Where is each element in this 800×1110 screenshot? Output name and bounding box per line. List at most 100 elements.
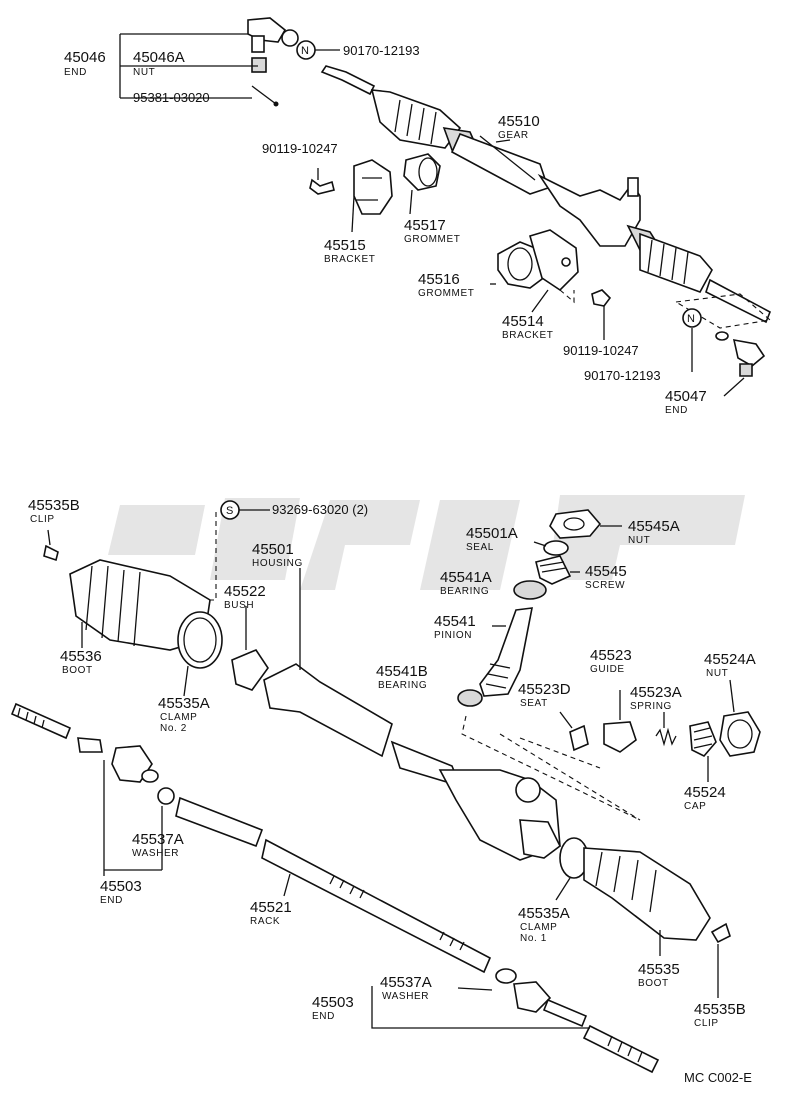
part-name-45535: BOOT <box>638 978 669 989</box>
spring-45523A <box>655 727 677 747</box>
part-number-45535A-1: 45535A <box>518 905 570 922</box>
part-number-45523A: 45523A <box>630 684 682 701</box>
part-name-45515: BRACKET <box>324 254 375 265</box>
rack-45521 <box>175 796 492 974</box>
part-number-45516: 45516 <box>418 271 460 288</box>
part-number-93269-63020: 93269-63020 (2) <box>272 502 368 517</box>
part-number-95381-03020: 95381-03020 <box>133 90 210 105</box>
part-number-45541B: 45541B <box>376 663 428 680</box>
part-number-45536: 45536 <box>60 648 102 665</box>
part-name-45541B: BEARING <box>378 680 427 691</box>
part-number-45535A-2: 45535A <box>158 695 210 712</box>
part-name-45510: GEAR <box>498 130 529 141</box>
part-number-90119-10247-a: 90119-10247 <box>262 141 338 156</box>
part-name-45537A-right: WASHER <box>382 991 429 1002</box>
part-name-45535A-2: CLAMP <box>160 712 197 723</box>
part-name-45535B-bottom: CLIP <box>694 1018 719 1029</box>
part-name-45046: END <box>64 67 87 78</box>
part-number-45510: 45510 <box>498 113 540 130</box>
part-number-90170-12193-a: 90170-12193 <box>343 43 420 58</box>
part-number-45514: 45514 <box>502 313 544 330</box>
tie-rod-end-45503-right <box>495 968 660 1074</box>
part-name-45537A-left: WASHER <box>132 848 179 859</box>
n-marker-circle-2 <box>682 308 702 328</box>
lower-assembly: 45535B CLIP S 93269-63020 (2) 45536 BOOT… <box>10 497 761 1074</box>
tie-rod-end-45046 <box>247 17 299 107</box>
part-number-45523D: 45523D <box>518 681 571 698</box>
part-name-45046A: NUT <box>133 67 155 78</box>
s-marker-text: S <box>226 505 234 517</box>
part-number-45521: 45521 <box>250 899 292 916</box>
part-name-45501A: SEAL <box>466 542 494 553</box>
n-marker-text: N <box>301 45 310 57</box>
part-number-45535: 45535 <box>638 961 680 978</box>
seat-45523D <box>569 724 589 752</box>
part-name-45503-right: END <box>312 1011 335 1022</box>
cap-45524 <box>689 721 717 757</box>
part-name-45503-left: END <box>100 895 123 906</box>
part-number-45501: 45501 <box>252 541 294 558</box>
part-number-45522: 45522 <box>224 583 266 600</box>
part-name-45523D: SEAT <box>520 698 548 709</box>
part-name-45047: END <box>665 405 688 416</box>
part-name-45524: CAP <box>684 801 706 812</box>
part-number-45523: 45523 <box>590 647 632 664</box>
part-name-45517: GROMMET <box>404 234 460 245</box>
part-number-45047: 45047 <box>665 388 707 405</box>
clamp-no2 <box>177 611 223 669</box>
part-number-90119-10247-b: 90119-10247 <box>563 343 639 358</box>
part-number-45517: 45517 <box>404 217 446 234</box>
tie-rod-end-45503-left <box>10 702 159 783</box>
boot-45535 <box>583 847 711 941</box>
clip-45535B-bottom <box>710 922 731 944</box>
part-name-45535A-1: CLAMP <box>520 922 557 933</box>
part-name-45516: GROMMET <box>418 288 474 299</box>
part-number-45537A-left: 45537A <box>132 831 184 848</box>
part-number-45503-right: 45503 <box>312 994 354 1011</box>
part-name-45545: SCREW <box>585 580 625 591</box>
part-name-45541: PINION <box>434 630 472 641</box>
n-marker-text-2: N <box>687 313 696 325</box>
part-number-45535B-bottom: 45535B <box>694 1001 746 1018</box>
part-number-45545A: 45545A <box>628 518 680 535</box>
part-number-45046: 45046 <box>64 49 106 66</box>
part-number-45545: 45545 <box>585 563 627 580</box>
diagram-code: MC C002-E <box>684 1070 752 1085</box>
part-name-45523A: SPRING <box>630 701 672 712</box>
upper-assembly: 45046 END 45046A NUT 95381-03020 N 90170… <box>64 17 772 416</box>
part-number-45541: 45541 <box>434 613 476 630</box>
part-number-45501A: 45501A <box>466 525 518 542</box>
pinion-45541 <box>479 607 533 697</box>
part-sub-45535A-1: No. 1 <box>520 933 547 944</box>
washer-45537A-left <box>157 787 175 805</box>
part-name-45501: HOUSING <box>252 558 303 569</box>
bearing-45541A <box>513 580 547 600</box>
part-name-45514: BRACKET <box>502 330 553 341</box>
part-number-45503-left: 45503 <box>100 878 142 895</box>
part-number-90170-12193-b: 90170-12193 <box>584 368 661 383</box>
part-number-45046A: 45046A <box>133 49 185 66</box>
part-number-45537A-right: 45537A <box>380 974 432 991</box>
steering-gear-45510 <box>370 89 772 329</box>
part-number-45524A: 45524A <box>704 651 756 668</box>
bearing-45541B <box>457 689 483 707</box>
part-number-45515: 45515 <box>324 237 366 254</box>
part-name-45521: RACK <box>250 916 280 927</box>
part-name-45535B-top: CLIP <box>30 514 55 525</box>
nut-45524A <box>719 711 761 757</box>
part-name-45524A: NUT <box>706 668 728 679</box>
part-number-45524: 45524 <box>684 784 726 801</box>
guide-45523 <box>603 721 637 753</box>
part-number-45541A: 45541A <box>440 569 492 586</box>
part-name-45522: BUSH <box>224 600 254 611</box>
part-name-45545A: NUT <box>628 535 650 546</box>
nut-45545A <box>549 509 602 539</box>
part-name-45523: GUIDE <box>590 664 625 675</box>
part-name-45536: BOOT <box>62 665 93 676</box>
tie-rod-end-45047 <box>715 331 766 377</box>
seal-45501A <box>543 540 569 556</box>
part-number-45535B-top: 45535B <box>28 497 80 514</box>
housing-45501 <box>263 663 562 861</box>
part-name-45541A: BEARING <box>440 586 489 597</box>
